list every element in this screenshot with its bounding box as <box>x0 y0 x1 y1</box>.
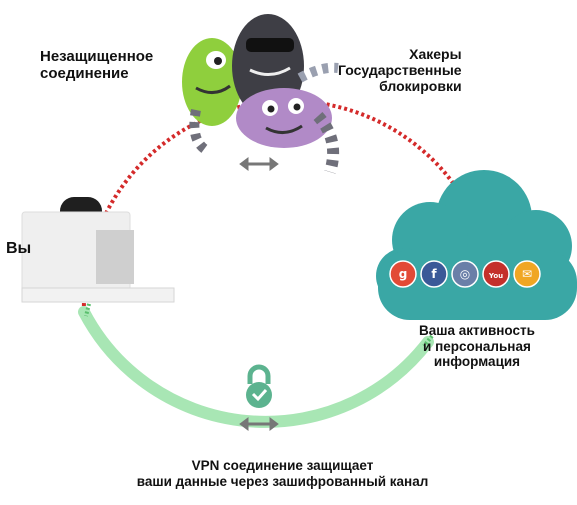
facebook-icon: f <box>420 260 448 288</box>
activity-label-line-3: информация <box>433 354 521 370</box>
user-computer <box>21 197 175 303</box>
activity-label-line-1: Ваша активность <box>419 323 535 338</box>
youtube-icon: You <box>482 260 510 288</box>
desk <box>21 287 175 303</box>
lock-icon <box>246 364 272 408</box>
activity-label: Ваша активность и персональная информаци… <box>419 323 535 370</box>
threats-label-line-1: Хакеры <box>409 46 462 62</box>
vpn-label-line-2: ваши данные через зашифрованный канал <box>136 473 429 489</box>
unsecured-arrows-icon <box>239 157 279 171</box>
purple-monster-icon <box>236 88 332 148</box>
hacker-monsters <box>182 14 339 174</box>
unsecured-connection-label: Незащищенное соединение <box>40 48 153 83</box>
social-icons: g f ◎ You ✉ <box>389 260 541 288</box>
unsecured-label-line-2: соединение <box>40 65 129 83</box>
svg-text:◎: ◎ <box>460 267 470 281</box>
vpn-description-label: VPN соединение защищает ваши данные чере… <box>95 458 470 489</box>
threats-label-line-3: блокировки <box>379 78 462 95</box>
secure-path-start <box>84 299 92 317</box>
monitor-stand <box>96 230 134 284</box>
you-label: Вы <box>6 240 32 257</box>
cloud <box>376 170 577 320</box>
svg-text:You: You <box>488 272 503 280</box>
activity-label-line-2: и персональная <box>423 338 531 354</box>
threats-label: Хакеры Государственные блокировки <box>338 46 462 94</box>
vpn-label-line-1: VPN соединение защищает <box>191 458 374 473</box>
google-icon: g <box>389 260 417 288</box>
threats-label-line-2: Государственные <box>338 62 462 79</box>
green-monster-icon <box>182 38 242 126</box>
unsecured-label-line-1: Незащищенное <box>40 48 154 65</box>
instagram-icon: ◎ <box>451 260 479 288</box>
svg-text:g: g <box>399 267 408 281</box>
secure-arrows-icon <box>239 417 279 431</box>
svg-text:f: f <box>431 267 437 281</box>
svg-text:✉: ✉ <box>522 267 532 281</box>
mail-icon: ✉ <box>513 260 541 288</box>
